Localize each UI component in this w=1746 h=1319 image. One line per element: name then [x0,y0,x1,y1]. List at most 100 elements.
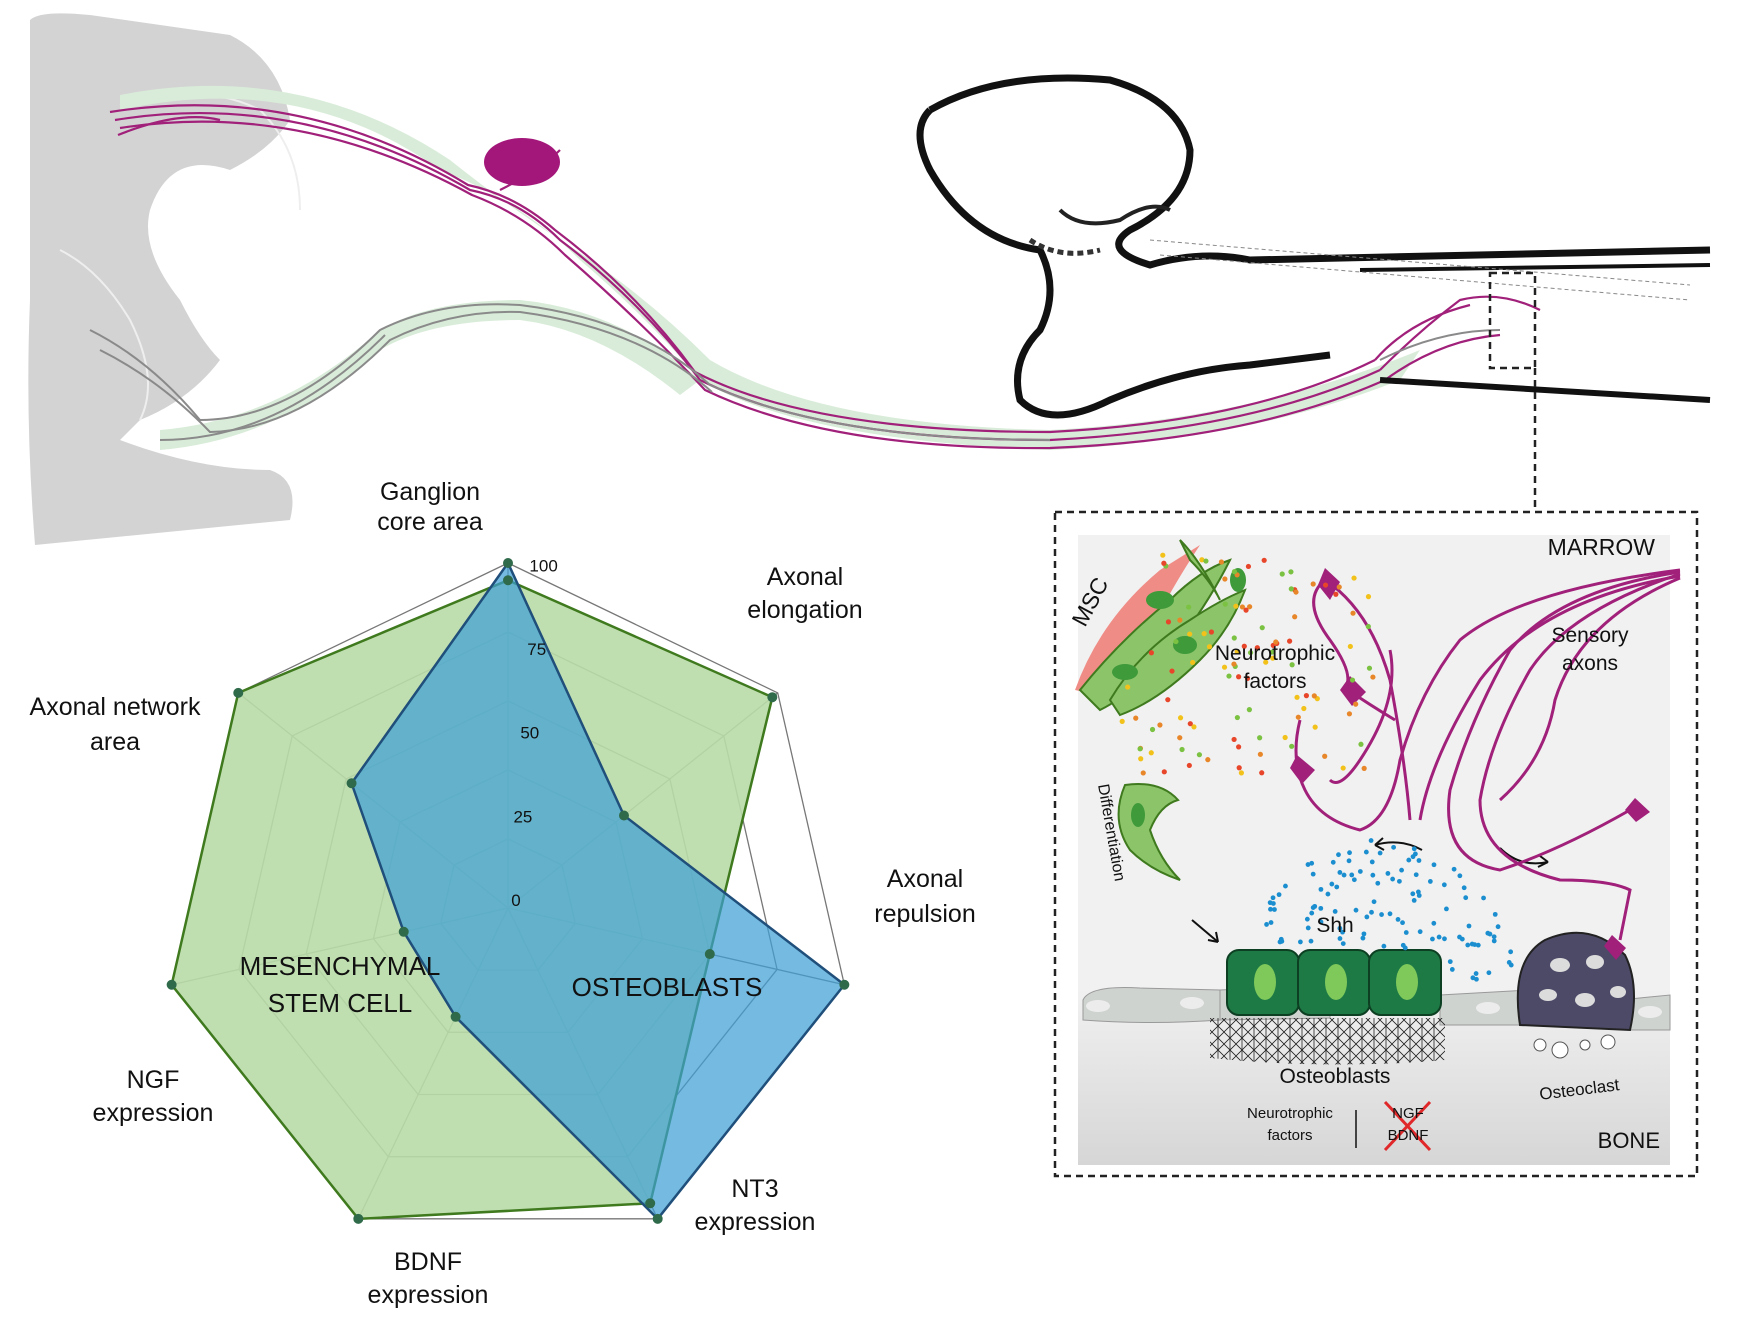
shh-dot [1472,942,1478,948]
shh-dot [1368,838,1374,843]
neurotrophic-dot [1254,645,1260,651]
osteoblast-point [398,926,409,937]
shh-dot [1396,878,1402,884]
shh-dot [1340,941,1346,946]
radar-axis-label: elongation [747,596,862,624]
neurotrophic-dot [1222,601,1228,607]
neurotrophic-dot [1231,736,1237,743]
shh-dot [1369,909,1374,915]
shh-dot [1375,880,1381,886]
shh-dot [1481,895,1486,901]
osteoblast-point [839,979,850,990]
neurotrophic-dot [1336,584,1342,590]
bone-marrow-inset: MARROW BONE MSC Neurotrophic factors Sen… [1066,534,1681,1165]
neurotrophic-dot [1270,655,1276,661]
neurotrophic-dot [1289,743,1295,749]
nf-label-2: factors [1267,1127,1312,1144]
shh-dot [1470,975,1476,981]
shh-dot [1264,922,1269,927]
osteoblast-cells [1226,949,1442,1016]
neurotrophic-dot [1206,644,1213,650]
shh-dot [1441,882,1447,888]
radar-axis-label: expression [93,1099,214,1127]
shh-dot [1346,858,1352,864]
radar-axis-label: NT3 [731,1175,778,1203]
neurotrophic-dot [1160,552,1166,558]
radar-axis-label: BDNF [394,1248,462,1276]
ngf-crossed-label: NGF [1392,1105,1424,1122]
neurotrophic-dot [1222,576,1228,582]
osteoblasts-group-label: OSTEOBLASTS [572,972,763,1002]
shh-dot [1400,920,1405,926]
neurotrophic-dot [1218,559,1225,565]
nf-label-1: Neurotrophic [1247,1105,1333,1122]
shh-dot [1413,872,1419,878]
shh-dot [1465,942,1471,948]
radar-axis-label: repulsion [874,900,975,928]
shh-dot [1508,949,1514,955]
osteoblast-series-area [350,560,847,1221]
neurotrophic-dot [1177,617,1183,623]
osteoblast-point [503,558,513,568]
neurotrophic-dot [1191,724,1197,730]
shh-dot [1508,962,1514,968]
shh-dot [1449,967,1455,972]
shh-dot [1457,934,1462,940]
shh-dot [1369,859,1375,865]
shh-dot [1309,910,1315,916]
osteoblast-point [346,778,357,789]
neurotrophic-dot [1247,604,1253,610]
neurotrophic-dot [1279,571,1285,577]
shh-dot [1399,867,1404,873]
neurotrophic-dot [1294,694,1300,700]
shh-dot [1336,852,1341,858]
neurotrophic-dot [1179,746,1185,753]
motor-axons-top [89,303,1501,441]
neurotrophic-dot [1301,705,1307,712]
neurotrophic-dot [1259,625,1265,631]
neurotrophic-dot [1292,614,1298,620]
shh-label: Shh [1316,914,1353,937]
shh-dot [1427,879,1433,884]
neurotrophic-dot [1257,735,1263,741]
neurotrophic-dot [1351,575,1357,581]
neurotrophic-dot [1246,707,1252,713]
shh-dot [1379,912,1384,917]
neurotrophic-dot [1322,753,1328,759]
msc-point [353,1213,364,1224]
neurotrophic-dot [1148,750,1154,756]
shh-dot [1304,916,1310,922]
shh-dot [1330,859,1336,865]
neurotrophic-dot [1201,631,1207,637]
radar-axis-label: Ganglion [380,478,480,506]
sensory-label-1: Sensory [1551,624,1629,647]
shh-dot [1278,936,1284,942]
neurotrophic-dot [1295,714,1301,720]
shh-dot [1473,971,1479,976]
neurotrophic-dot [1157,722,1163,728]
neurotrophic-dot [1257,751,1263,757]
shh-dot [1442,936,1447,942]
shh-dot [1391,844,1396,850]
shh-dot [1475,942,1481,948]
shh-dot [1305,925,1311,931]
inset-sensory-axons [1294,568,1681,941]
shh-dot [1400,942,1406,948]
neurotrophic-dot [1231,661,1237,667]
shh-dot [1416,858,1422,863]
shh-dot [1337,870,1343,875]
spinal-cord-section [28,13,293,546]
neurotrophic-dot [1340,765,1346,771]
shh-dot [1267,900,1273,906]
shh-dot [1272,907,1277,912]
neurotrophic-dot [1186,762,1192,769]
neurotrophic-dot [1173,638,1179,645]
neurotrophic-dot [1263,659,1269,665]
neurotrophic-dot [1203,558,1209,564]
shh-dot [1381,943,1387,949]
neurotrophic-dot [1149,726,1156,733]
radar-axis-label: core area [377,508,483,536]
bdnf-crossed-label: BDNF [1388,1127,1429,1144]
neurotrophic-dot [1196,752,1203,758]
